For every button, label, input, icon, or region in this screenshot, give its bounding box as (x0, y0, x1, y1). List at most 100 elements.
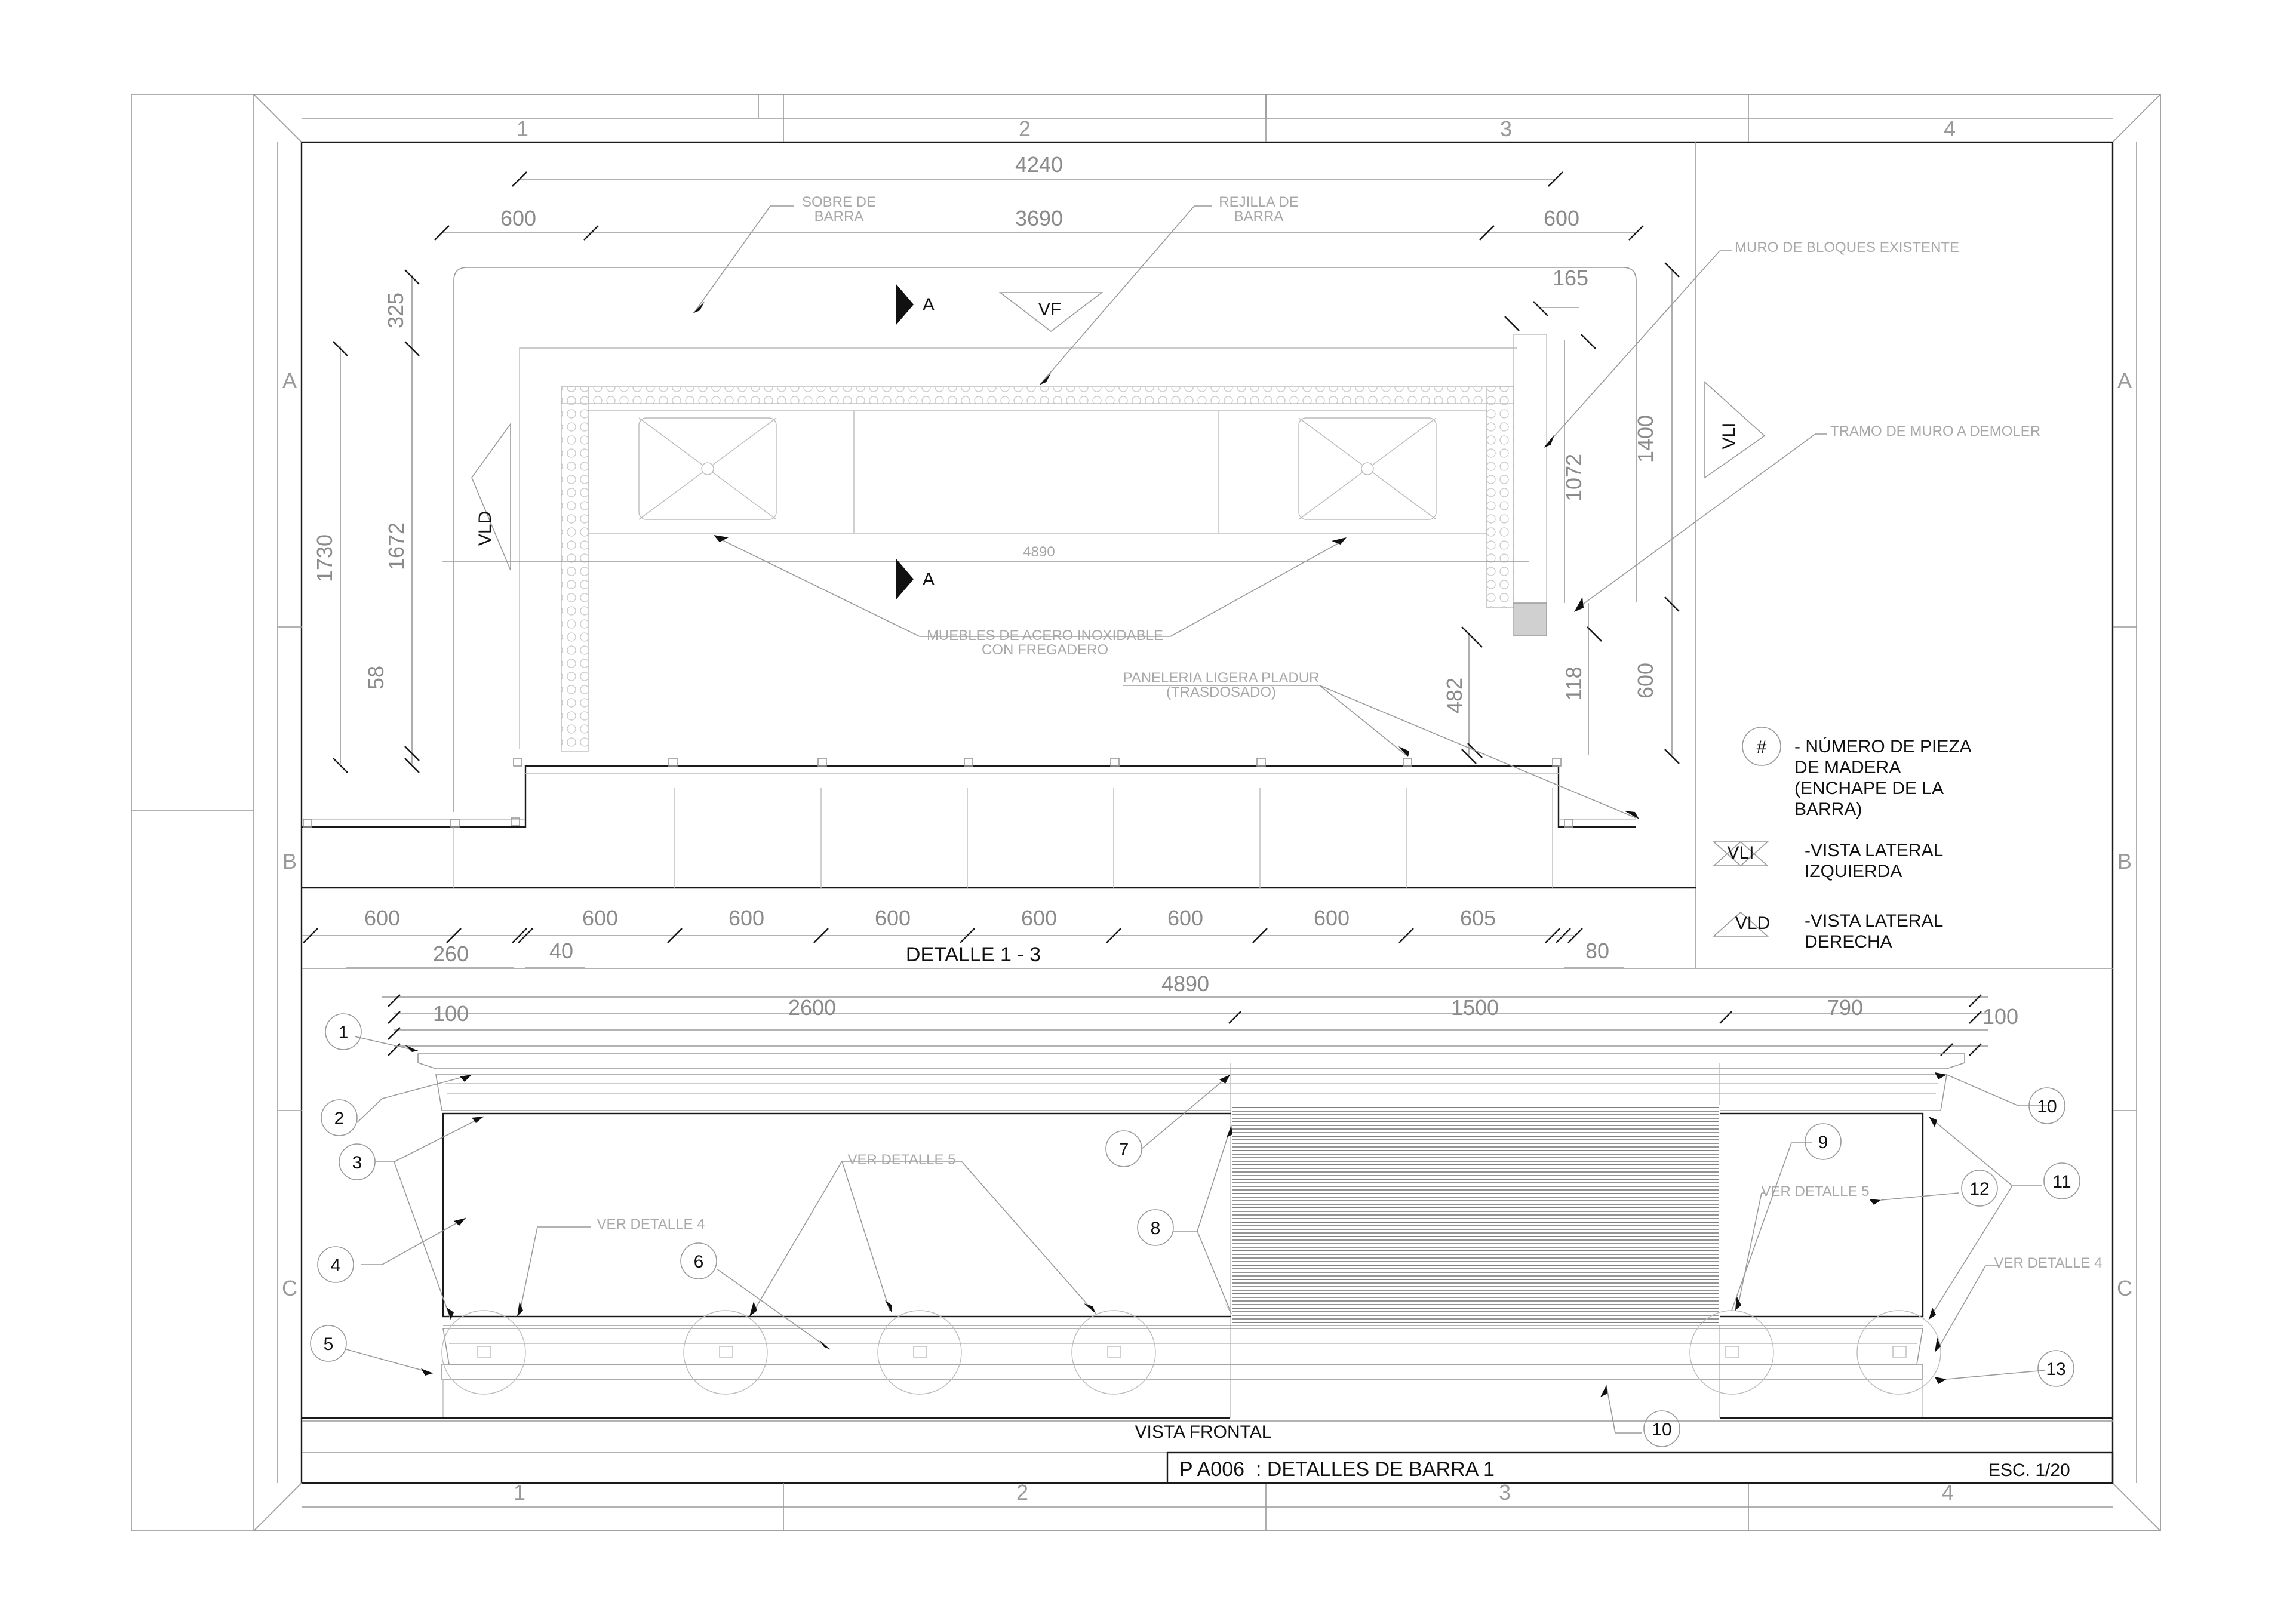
dim-bottom-600-1: 600 (364, 906, 400, 930)
dim-1072: 1072 (1562, 454, 1586, 502)
svg-text:4: 4 (331, 1256, 341, 1275)
svg-text:10: 10 (1652, 1420, 1671, 1440)
svg-text:2: 2 (334, 1109, 345, 1128)
svg-text:VLI: VLI (1719, 422, 1739, 449)
front-dim-100-right: 100 (1982, 1004, 2018, 1029)
svg-text:11: 11 (2052, 1172, 2071, 1192)
dim-4890-inner: 4890 (1023, 544, 1055, 560)
svg-text:7: 7 (1119, 1140, 1129, 1159)
legend-item-vld: VLD -VISTA LATERAL DERECHA (1712, 911, 1948, 952)
vf-tag: VF (998, 292, 1104, 333)
svg-text:-VISTA LATERAL IZQUIER: -VISTA LATERAL IZQUIERDA (1805, 841, 1948, 881)
section-mark-bottom: A (896, 558, 935, 600)
dim-80: 80 (1585, 939, 1609, 963)
dim-bottom-600-7: 600 (1314, 906, 1350, 930)
note-ver-detalle-5-left: VER DETALLE 5 (749, 1152, 1096, 1317)
callout-13: 13 (2037, 1350, 2074, 1387)
front-caption: VISTA FRONTAL (1135, 1422, 1272, 1442)
svg-text:10: 10 (2037, 1097, 2057, 1116)
dim-bottom-605: 605 (1460, 906, 1496, 930)
note-paneleria-pladur: PANELERIA LIGERA PLADUR(TRASDOSADO) (1123, 670, 1639, 819)
front-dim-100-left: 100 (433, 1001, 469, 1026)
svg-text:VER DETALLE 5: VER DETALLE 5 (848, 1152, 956, 1168)
note-tramo-demoler: TRAMO DE MURO A DEMOLER (1574, 423, 2040, 612)
svg-text:9: 9 (1818, 1133, 1828, 1152)
grid-row-a-left: A (282, 368, 297, 393)
svg-text:VLD: VLD (1735, 914, 1770, 933)
dim-600-vertical: 600 (1633, 663, 1658, 699)
callout-9: 9 (1805, 1123, 1842, 1160)
callout-5: 5 (310, 1325, 347, 1362)
callout-1: 1 (325, 1013, 362, 1050)
sheet-title: P A006 : DETALLES DE BARRA 1 (1179, 1458, 1495, 1481)
svg-text:VER DETALLE 5: VER DETALLE 5 (1762, 1183, 1870, 1199)
slatted-panel (1231, 1105, 1720, 1325)
callout-10-bottom: 10 (1643, 1410, 1680, 1447)
grid-row-c-right: C (2117, 1276, 2132, 1300)
svg-text:12: 12 (1969, 1179, 1989, 1199)
dim-40: 40 (549, 939, 573, 963)
leg-details (441, 1310, 1941, 1395)
grille-band (561, 386, 1514, 404)
dim-260: 260 (433, 942, 469, 966)
vli-tag: VLI (1704, 381, 1766, 479)
dim-bottom-600-3: 600 (729, 906, 764, 930)
callout-8: 8 (1137, 1209, 1174, 1246)
svg-text:8: 8 (1151, 1219, 1161, 1238)
grid-row-a-right: A (2117, 368, 2132, 393)
grid-col-1-top: 1 (517, 116, 528, 141)
grid-col-3-top: 3 (1500, 116, 1512, 141)
note-muro-bloques: MURO DE BLOQUES EXISTENTE (1544, 239, 1959, 448)
svg-text:- NÚMERO DE PIEZA DE M: - NÚMERO DE PIEZA DE MADERA (ENCHAPE DE … (1794, 737, 1975, 819)
grid-row-b-left: B (282, 849, 297, 873)
note-sobre-line1: SOBRE DE (802, 194, 876, 210)
callout-10-right: 10 (2028, 1087, 2065, 1124)
dim-118: 118 (1562, 666, 1586, 700)
front-dim-4890: 4890 (1161, 971, 1209, 996)
front-panel-main (442, 1112, 1924, 1318)
svg-text:A: A (923, 570, 935, 589)
svg-text:VLI: VLI (1727, 843, 1754, 863)
svg-text:#: # (1757, 737, 1767, 757)
note-sobre-line2: BARRA (814, 208, 864, 224)
svg-text:-VISTA LATERAL DERECHA: -VISTA LATERAL DERECHA (1805, 911, 1948, 952)
front-dim-2600: 2600 (788, 995, 836, 1020)
section-mark-top: A (896, 284, 935, 325)
front-view: 4890 100 2600 1500 790 100 (302, 971, 2113, 1447)
callout-12: 12 (1961, 1170, 1998, 1207)
svg-text:VER DETALLE 4: VER DETALLE 4 (1994, 1255, 2103, 1271)
legend-item-vli: VLI -VISTA LATERAL IZQUIERDA (1712, 841, 1948, 881)
plan-view: 4240 600 3690 600 165 325 1730 1672 58 1… (302, 152, 2040, 968)
vld-tag: VLD (471, 422, 511, 571)
dim-bottom-600-6: 600 (1167, 906, 1203, 930)
callout-leaders (346, 1036, 2051, 1434)
svg-text:A: A (923, 295, 935, 315)
dim-3690: 3690 (1015, 206, 1063, 230)
legend: # - NÚMERO DE PIEZA DE MADERA (ENCHAPE D… (1712, 727, 1975, 952)
note-ver-detalle-5-right: VER DETALLE 5 (1735, 1183, 1869, 1311)
dim-4240: 4240 (1015, 152, 1063, 177)
callout-11: 11 (2043, 1162, 2080, 1199)
svg-text:13: 13 (2046, 1360, 2065, 1379)
svg-text:6: 6 (694, 1252, 704, 1272)
grid-col-4-top: 4 (1944, 116, 1956, 141)
dim-1400: 1400 (1633, 415, 1658, 463)
sheet-frame: 1 2 3 4 1 2 3 4 A B C A B C (131, 94, 2161, 1531)
plan-caption: DETALLE 1 - 3 (906, 943, 1041, 966)
svg-text:VER DETALLE 4: VER DETALLE 4 (597, 1216, 705, 1232)
grid-col-2-bottom: 2 (1016, 1480, 1028, 1505)
grid-col-2-top: 2 (1019, 116, 1031, 141)
dim-325: 325 (383, 293, 408, 328)
dim-bottom-600-2: 600 (582, 906, 618, 930)
note-ver-detalle-4-left: VER DETALLE 4 (517, 1216, 705, 1317)
svg-text:3: 3 (352, 1153, 362, 1173)
sink-right (1298, 417, 1437, 520)
note-ver-detalle-4-right: VER DETALLE 4 (1935, 1255, 2102, 1352)
svg-text:5: 5 (324, 1334, 334, 1354)
svg-text:VLD: VLD (475, 511, 495, 546)
svg-text:VF: VF (1038, 300, 1061, 319)
legend-item-number: # - NÚMERO DE PIEZA DE MADERA (ENCHAPE D… (1742, 727, 1975, 819)
